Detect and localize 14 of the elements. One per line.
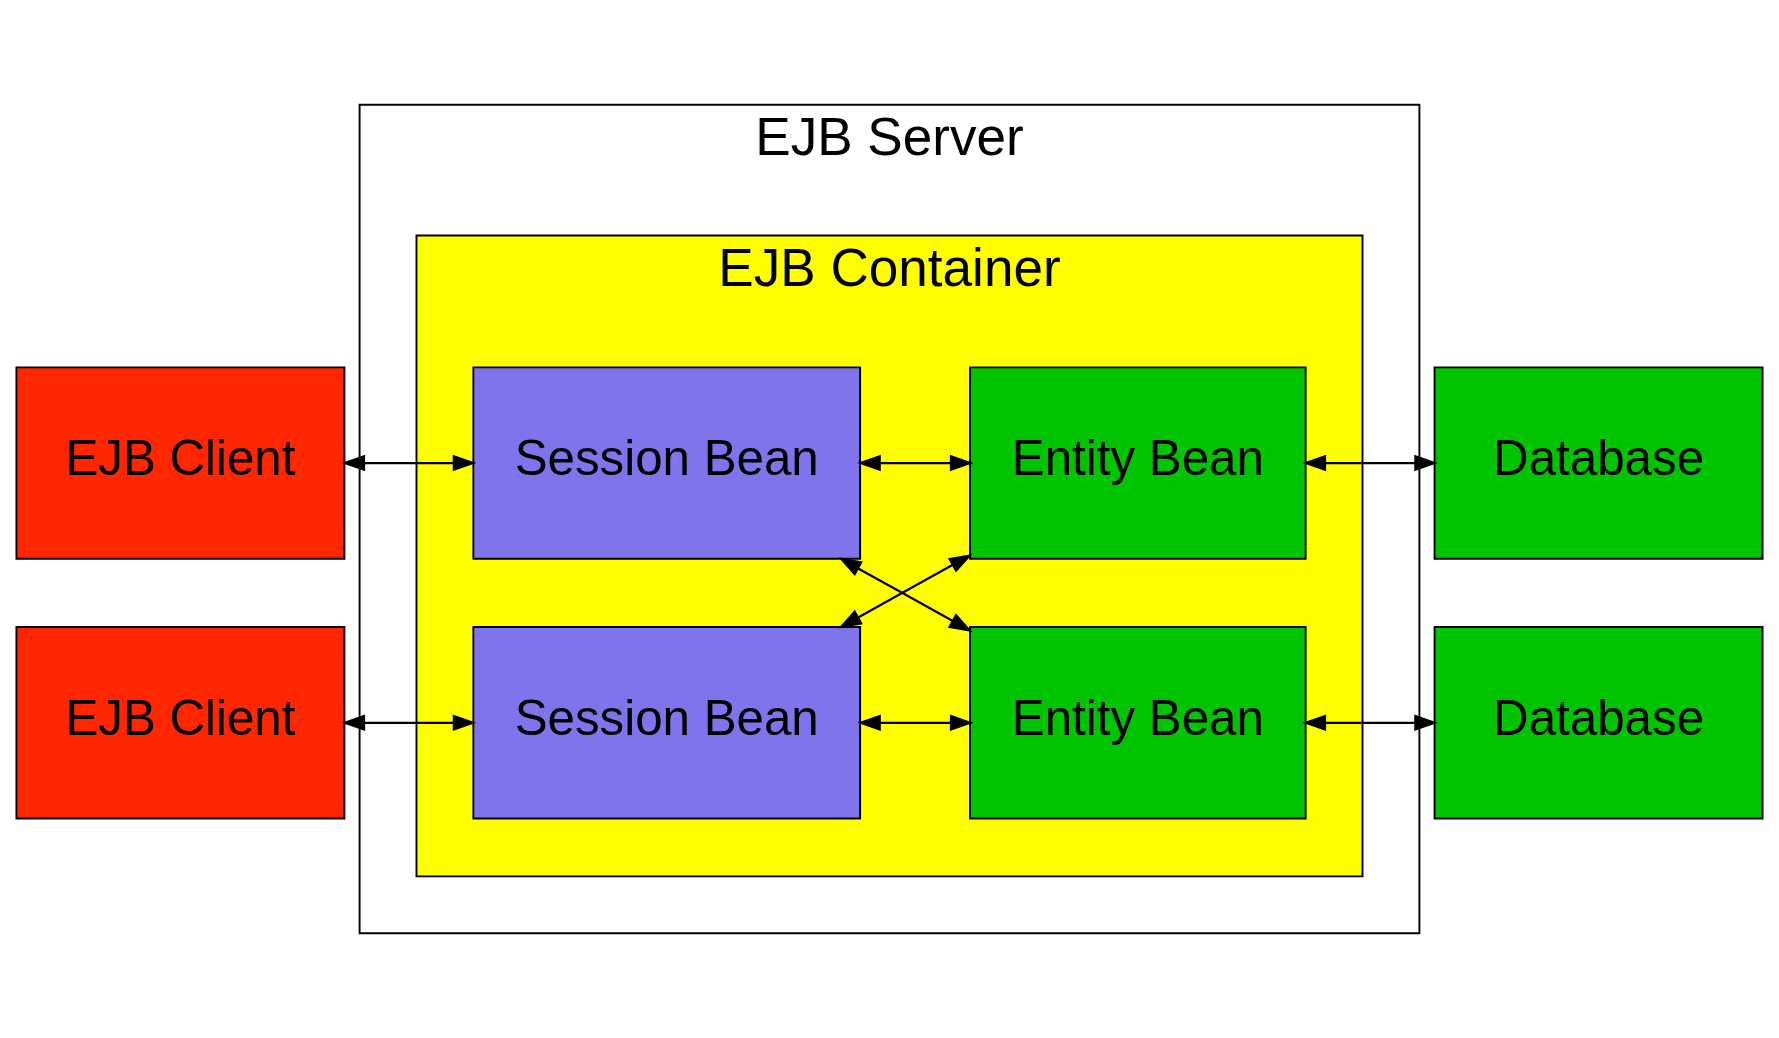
node-box: Database — [1433, 366, 1764, 560]
node-box: EJB Client — [15, 366, 346, 560]
node-box: Session Bean — [472, 366, 862, 560]
arrow — [1302, 454, 1438, 472]
arrow — [857, 454, 974, 472]
arrow — [857, 714, 974, 732]
arrow — [1302, 714, 1438, 732]
node-box: Entity Bean — [969, 366, 1307, 560]
node-box: Session Bean — [472, 626, 862, 820]
arrow — [341, 714, 477, 732]
node-box: Entity Bean — [969, 626, 1307, 820]
node-box: Database — [1433, 626, 1764, 820]
node-box: EJB Client — [15, 626, 346, 820]
arrow — [341, 454, 477, 472]
